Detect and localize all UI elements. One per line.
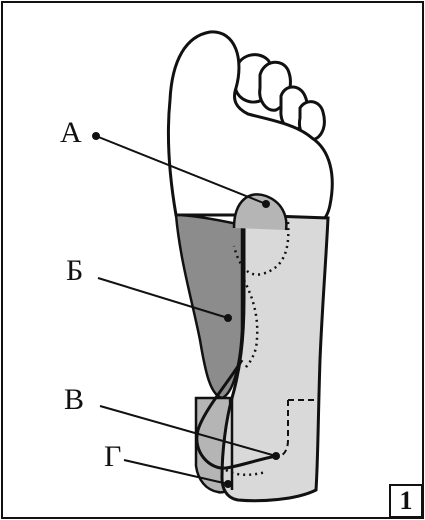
dark-insert <box>176 215 242 398</box>
label-a: А <box>60 118 82 148</box>
label-b: Б <box>66 256 83 286</box>
label-v: В <box>64 385 84 415</box>
figure-number-badge: 1 <box>389 484 423 518</box>
label-g: Г <box>104 442 121 472</box>
